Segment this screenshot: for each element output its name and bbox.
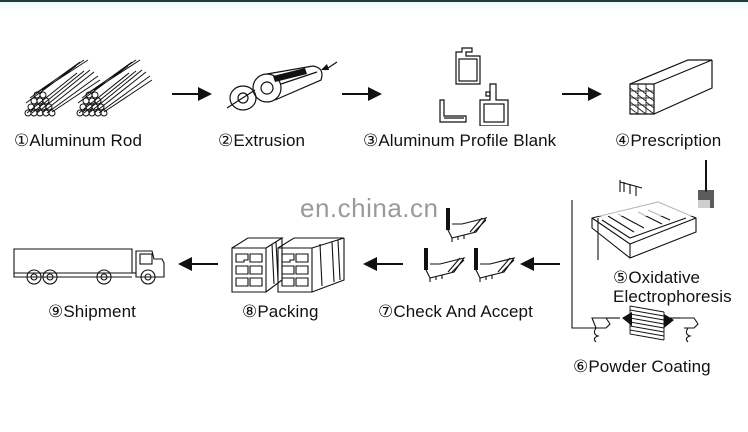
step-number-9: ⑨ [48, 302, 64, 321]
step-label-2: ②Extrusion [218, 131, 305, 151]
arrow-left-8-to-9 [178, 257, 218, 271]
profile-blank-icon [439, 47, 509, 126]
step-number-1: ① [14, 131, 30, 150]
step-text-5: Oxidative [628, 268, 701, 287]
connector-5-to-6 [571, 200, 602, 329]
aluminum-rods-icon [24, 59, 153, 117]
step-number-2: ② [218, 131, 234, 150]
step-label-8: ⑧Packing [242, 302, 319, 322]
step-label-5: ⑤Oxidative Electrophoresis [613, 268, 732, 306]
step-number-3: ③ [363, 131, 379, 150]
inspected-profiles-icon [424, 208, 516, 282]
step-text-1: Aluminum Rod [29, 131, 143, 150]
step-text-5-line2: Electrophoresis [613, 287, 732, 306]
step-label-6: ⑥Powder Coating [573, 357, 711, 377]
aging-furnace-icon [629, 59, 713, 115]
step-text-7: Check And Accept [393, 302, 533, 321]
arrow-left-6-to-7 [520, 257, 560, 271]
arrow-left-7-to-8 [363, 257, 403, 271]
step-label-1: ①Aluminum Rod [14, 131, 142, 151]
step-text-4: Prescription [630, 131, 722, 150]
step-label-9: ⑨Shipment [48, 302, 136, 322]
step-number-4: ④ [615, 131, 631, 150]
watermark: en.china.cn [300, 193, 439, 223]
arrow-right-1-to-2 [172, 87, 212, 101]
step-label-7: ⑦Check And Accept [378, 302, 533, 322]
oxidation-tank-icon [590, 180, 710, 260]
top-fade [0, 2, 748, 12]
step-text-9: Shipment [63, 302, 136, 321]
packed-bundles-icon [231, 237, 345, 293]
step-label-3: ③Aluminum Profile Blank [363, 131, 556, 151]
step-text-3: Aluminum Profile Blank [378, 131, 557, 150]
step-text-8: Packing [257, 302, 319, 321]
top-border [0, 0, 748, 2]
truck-icon [13, 248, 165, 285]
extrusion-press-icon [226, 61, 338, 111]
step-number-7: ⑦ [378, 302, 394, 321]
powder-coating-icon [591, 305, 699, 343]
arrow-right-2-to-3 [342, 87, 382, 101]
step-text-2: Extrusion [233, 131, 306, 150]
step-label-4: ④Prescription [615, 131, 721, 151]
step-number-8: ⑧ [242, 302, 258, 321]
step-number-6: ⑥ [573, 357, 589, 376]
arrow-right-3-to-4 [562, 87, 602, 101]
step-number-5: ⑤ [613, 268, 629, 287]
step-text-6: Powder Coating [588, 357, 711, 376]
